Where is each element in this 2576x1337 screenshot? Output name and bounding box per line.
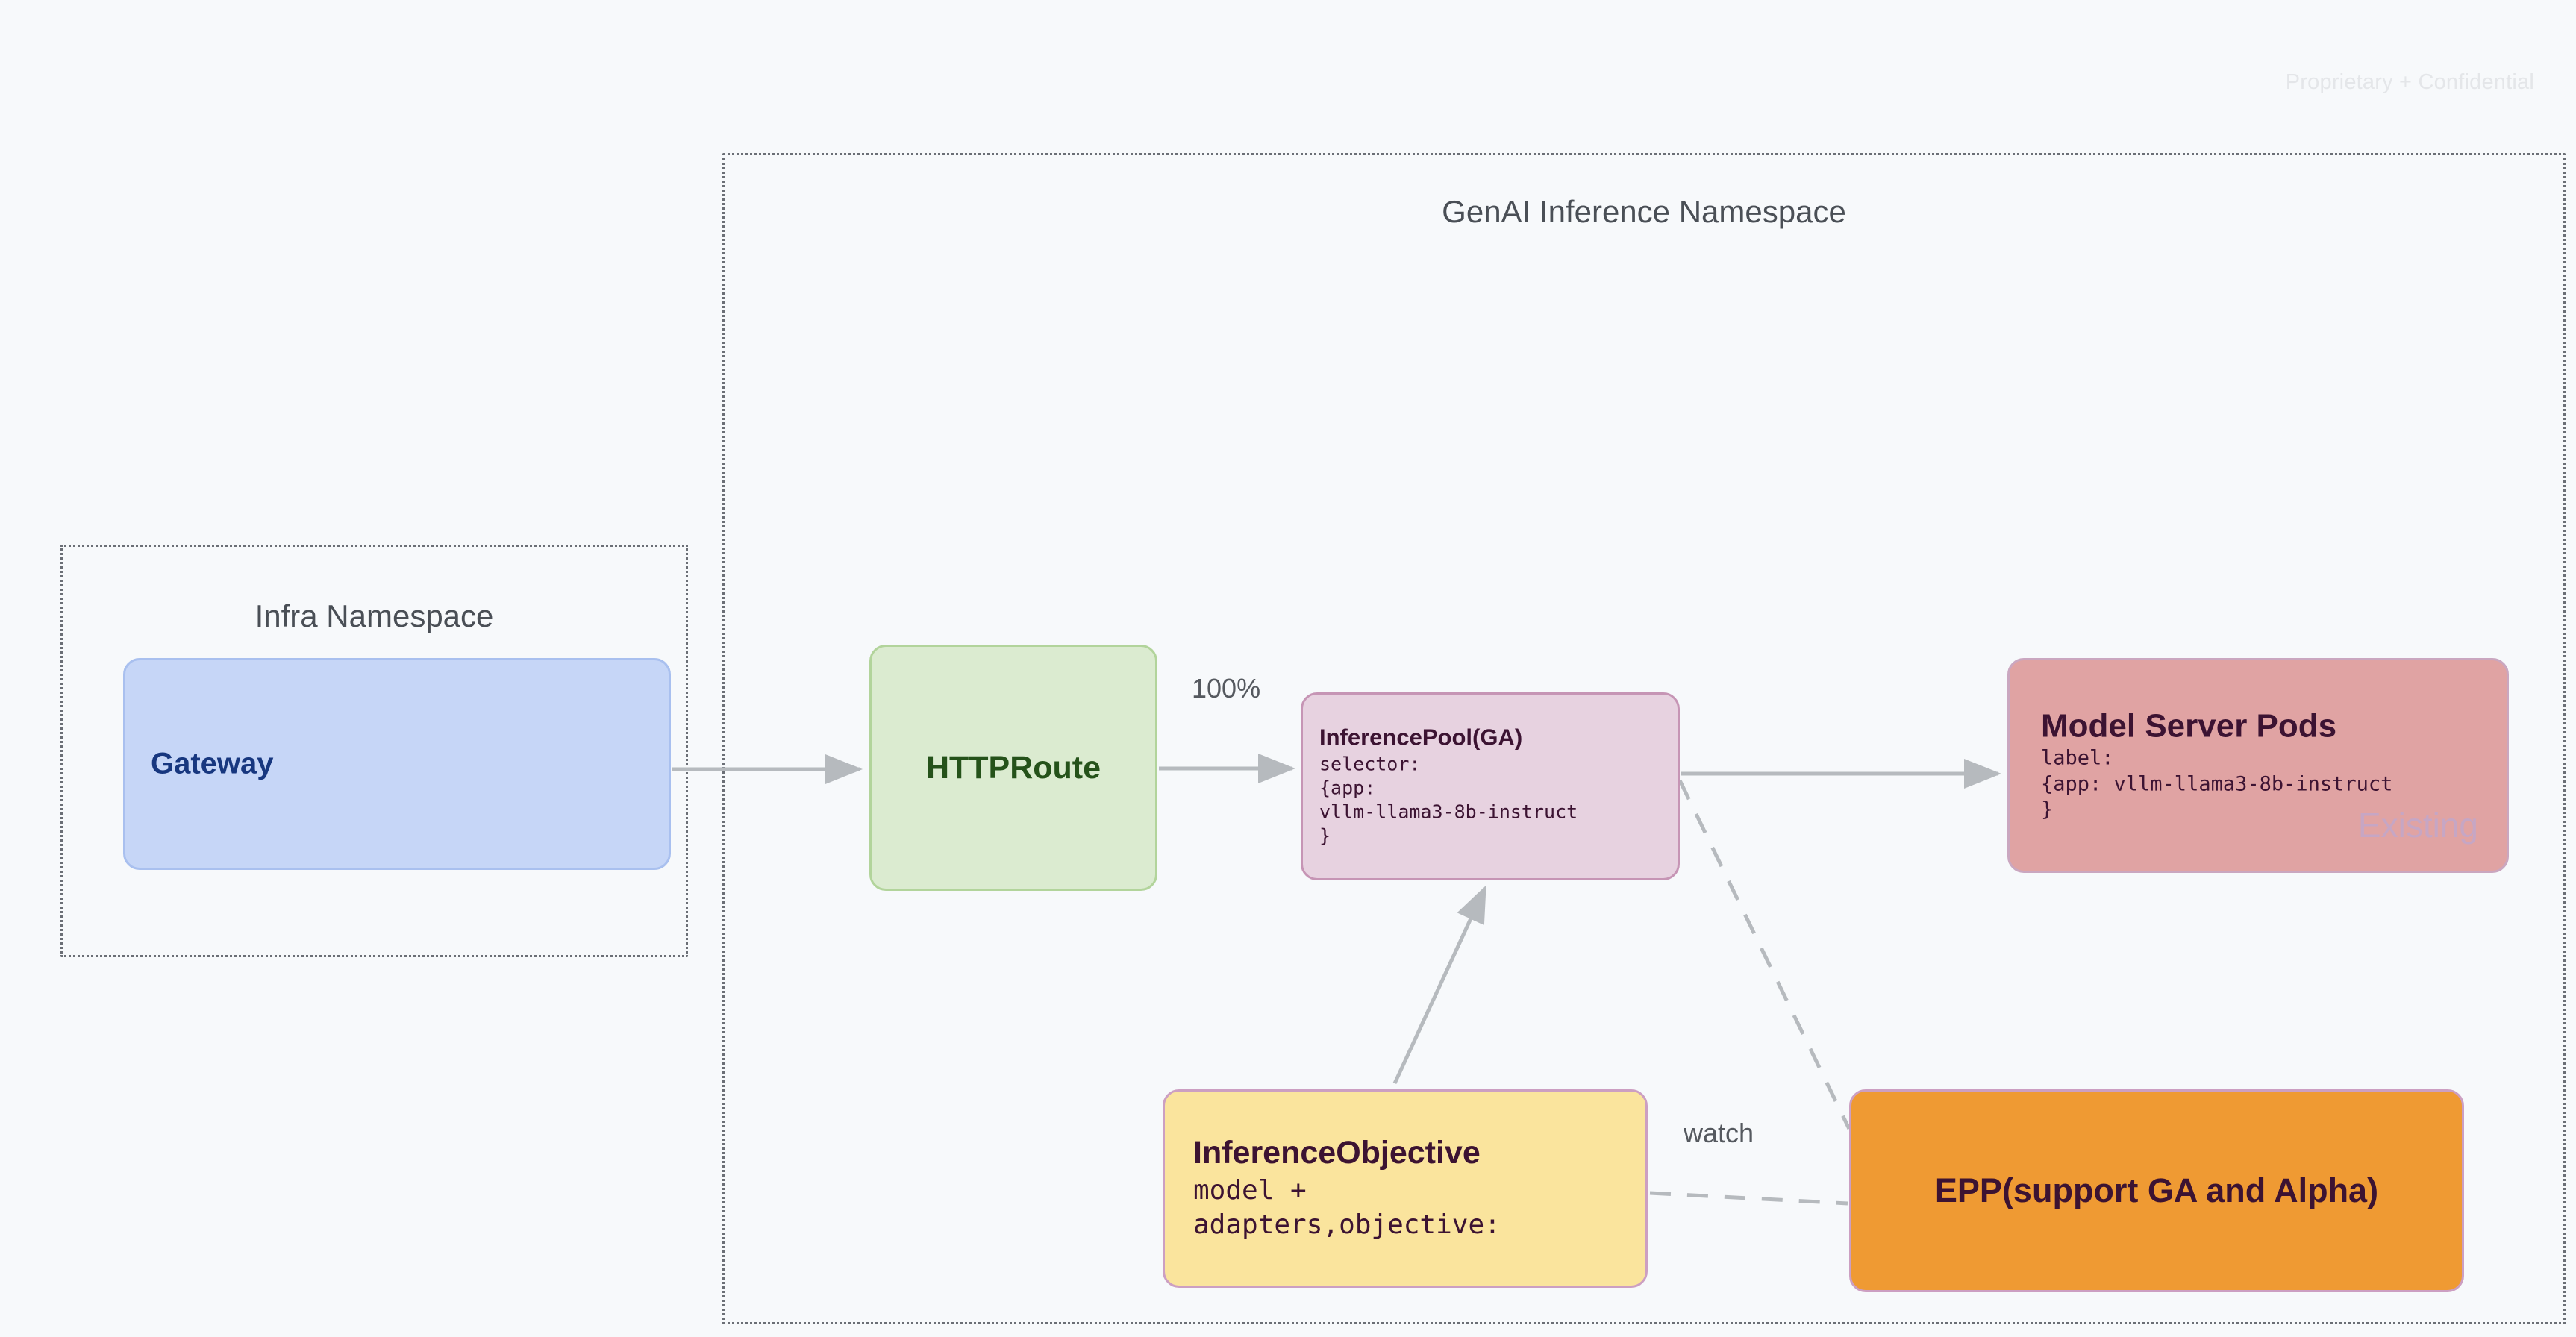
node-inferencepool-detail: selector: {app: vllm-llama3-8b-instruct … [1319,753,1578,847]
node-inferencepool[interactable]: InferencePool(GA) selector: {app: vllm-l… [1301,692,1680,880]
node-model-server-pods-title: Model Server Pods [2041,707,2337,745]
node-gateway-content: Gateway [125,748,669,781]
node-httproute[interactable]: HTTPRoute [869,645,1157,891]
node-httproute-title: HTTPRoute [925,749,1101,786]
node-httproute-content: HTTPRoute [872,750,1155,786]
node-model-server-pods-detail: label: {app: vllm-llama3-8b-instruct } [2041,746,2393,821]
node-gateway-title: Gateway [151,747,274,780]
namespace-box-infra [60,545,688,957]
node-epp-title: EPP(support GA and Alpha) [1934,1171,2379,1209]
node-gateway[interactable]: Gateway [123,658,671,870]
namespace-box-genai [722,153,2566,1324]
node-model-server-pods-content: Model Server Pods label: {app: vllm-llam… [2010,708,2507,824]
edge-label-watch: watch [1684,1118,1754,1148]
node-inferenceobjective-content: InferenceObjective model + adapters,obje… [1165,1135,1645,1242]
node-epp[interactable]: EPP(support GA and Alpha) [1849,1089,2464,1292]
edge-label-traffic-weight: 100% [1192,673,1261,704]
namespace-title-infra: Infra Namespace [254,598,494,633]
node-inferencepool-title: InferencePool(GA) [1319,724,1523,751]
node-model-server-pods[interactable]: Model Server Pods label: {app: vllm-llam… [2007,658,2509,873]
confidential-watermark: Proprietary + Confidential [2285,70,2534,94]
node-inferenceobjective[interactable]: InferenceObjective model + adapters,obje… [1163,1089,1648,1288]
namespace-title-genai: GenAI Inference Namespace [1442,194,1846,229]
node-inferencepool-content: InferencePool(GA) selector: {app: vllm-l… [1303,724,1678,848]
existing-badge: Existing [2357,806,2478,845]
node-epp-content: EPP(support GA and Alpha) [1851,1171,2462,1209]
node-inferenceobjective-detail: model + adapters,objective: [1193,1175,1501,1241]
node-inferenceobjective-title: InferenceObjective [1193,1134,1481,1171]
